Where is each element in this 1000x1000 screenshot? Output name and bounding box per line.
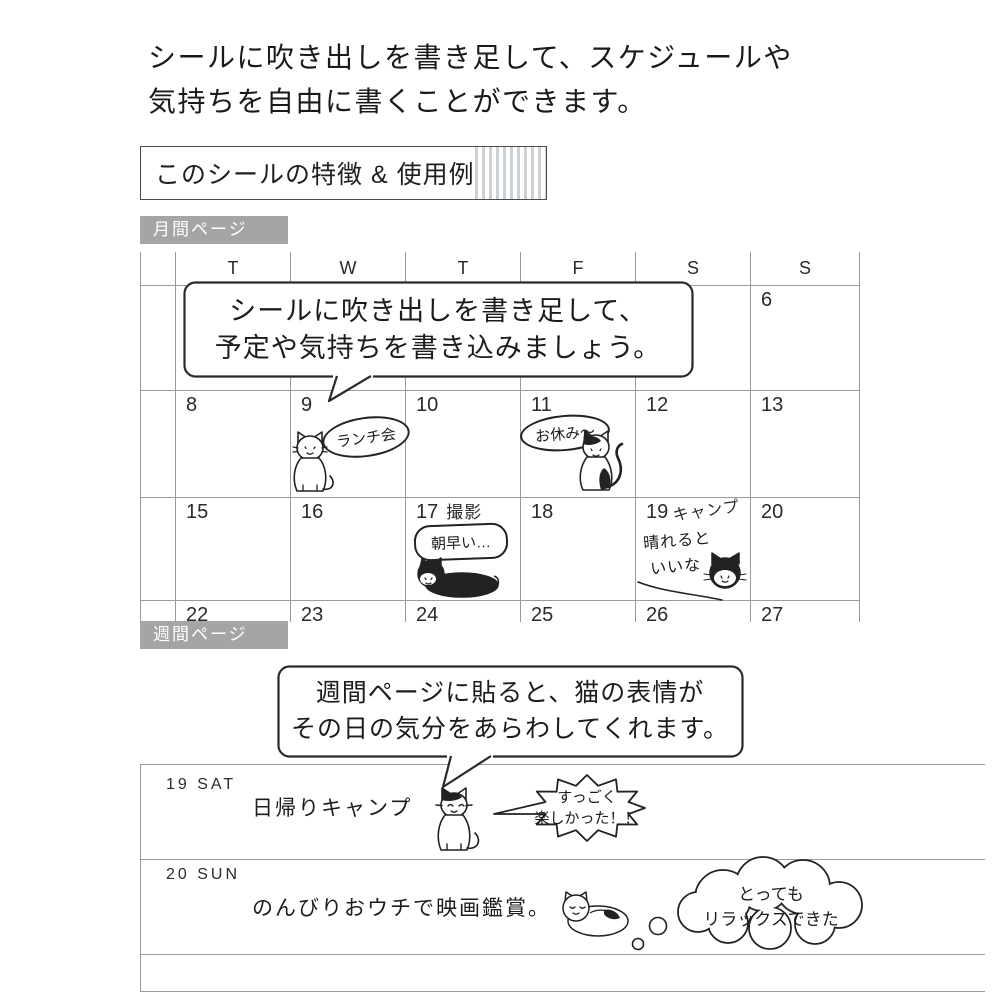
burst-bubble-line-2: 楽しかった！！ bbox=[534, 810, 640, 827]
date-number: 11 bbox=[531, 394, 552, 416]
calendar-date-cell: 17 撮影 bbox=[406, 497, 521, 600]
calendar-date-cell: 8 bbox=[176, 390, 291, 497]
calendar-date-cell bbox=[141, 497, 176, 600]
calendar-day-header: T bbox=[406, 252, 521, 285]
monthly-bubble-line-2: 予定や気持ちを書き込みましょう。 bbox=[214, 333, 662, 363]
date-number: 24 bbox=[416, 604, 439, 622]
calendar-date-cell: 6 bbox=[751, 285, 860, 390]
note-shooting: 撮影 bbox=[446, 503, 483, 522]
calendar-date-cell: 27 bbox=[751, 600, 860, 622]
weekly-entry-sat: 日帰りキャンプ bbox=[252, 797, 413, 820]
cloud-bubble-line-2: リラックスできた bbox=[703, 910, 839, 929]
speech-bubble-shape bbox=[183, 281, 694, 403]
weekly-left-rule bbox=[140, 764, 141, 991]
feature-header-title: このシールの特徴 & 使用例 bbox=[155, 161, 475, 189]
note-sunny-line-2: いいな bbox=[649, 556, 702, 579]
date-number: 6 bbox=[761, 289, 773, 311]
date-number: 22 bbox=[186, 604, 209, 622]
cat-sitting-happy-illustration bbox=[435, 787, 480, 851]
date-number: 23 bbox=[301, 604, 324, 622]
calendar-day-header: S bbox=[636, 252, 751, 285]
calendar-date-cell: 13 bbox=[751, 390, 860, 497]
calendar-date-cell bbox=[141, 390, 176, 497]
weekly-divider-line bbox=[140, 954, 985, 955]
calendar-date-cell: 16 bbox=[291, 497, 406, 600]
calendar-day-header: W bbox=[291, 252, 406, 285]
calendar-date-cell: 22 bbox=[176, 600, 291, 622]
calendar-date-cell: 24 bbox=[406, 600, 521, 622]
calendar-date-cell: 18 bbox=[521, 497, 636, 600]
thought-trail-bubble bbox=[648, 916, 668, 936]
calendar-date-cell: 25 bbox=[521, 600, 636, 622]
date-number: 13 bbox=[761, 394, 784, 416]
cat-lying-relaxed-illustration bbox=[562, 891, 629, 937]
date-number: 18 bbox=[531, 501, 554, 523]
date-number: 20 bbox=[761, 501, 784, 523]
calendar-date-cell: 12 bbox=[636, 390, 751, 497]
weekly-day-label-sun: 20 SUN bbox=[166, 866, 241, 883]
date-number: 26 bbox=[646, 604, 669, 622]
calendar-day-header: F bbox=[521, 252, 636, 285]
note-camp: キャンプ bbox=[672, 498, 742, 525]
calendar-date-cell bbox=[636, 285, 751, 390]
calendar-date-cell: 23 bbox=[291, 600, 406, 622]
weekly-bubble-line-2: その日の気分をあらわしてくれます。 bbox=[290, 715, 729, 743]
thought-trail-bubble bbox=[631, 937, 645, 951]
weekly-divider-line bbox=[140, 859, 985, 860]
burst-bubble-shape bbox=[493, 774, 646, 842]
monthly-instruction-bubble: シールに吹き出しを書き足して、 予定や気持ちを書き込みましょう。 bbox=[183, 281, 695, 406]
calendar-date-cell: 20 bbox=[751, 497, 860, 600]
calendar-date-cell bbox=[141, 600, 176, 622]
calendar-date-cell: 11 bbox=[521, 390, 636, 497]
section-label-weekly: 週間ページ bbox=[140, 621, 288, 649]
stripe-pattern-decoration bbox=[474, 147, 546, 199]
weekly-instruction-bubble: 週間ページに貼ると、猫の表情が その日の気分をあらわしてくれます。 bbox=[277, 665, 745, 791]
date-number: 12 bbox=[646, 394, 669, 416]
weekly-entry-sun: のんびりおウチで映画鑑賞。 bbox=[252, 897, 551, 920]
calendar-date-cell bbox=[141, 285, 176, 390]
calendar-date-cell: 26 bbox=[636, 600, 751, 622]
weekly-bubble-line-1: 週間ページに貼ると、猫の表情が bbox=[315, 679, 705, 707]
date-number: 15 bbox=[186, 501, 209, 523]
section-label-monthly: 月間ページ bbox=[140, 216, 288, 244]
monthly-bubble-line-1: シールに吹き出しを書き足して、 bbox=[229, 296, 647, 326]
lunch-bubble-text: ランチ会 bbox=[335, 425, 398, 451]
speech-bubble-shape bbox=[277, 665, 744, 789]
thought-cloud-shape bbox=[631, 856, 863, 951]
date-number: 16 bbox=[301, 501, 324, 523]
calendar-day-header: T bbox=[176, 252, 291, 285]
calendar-sliver-cell bbox=[141, 252, 176, 285]
weekly-day-label-sat: 19 SAT bbox=[166, 776, 237, 793]
date-number: 9 bbox=[301, 394, 313, 416]
date-number: 27 bbox=[761, 604, 784, 622]
cat-white-sitting-illustration bbox=[292, 431, 334, 492]
date-number: 19 bbox=[646, 501, 669, 523]
feature-header: このシールの特徴 & 使用例 bbox=[140, 146, 547, 200]
calendar-date-cell: 15 bbox=[176, 497, 291, 600]
sunny-underline bbox=[637, 581, 723, 601]
intro-text-line-1: シールに吹き出しを書き足して、スケジュールや bbox=[148, 42, 793, 73]
date-number: 17 bbox=[416, 501, 439, 523]
early-bubble-text: 朝早い… bbox=[430, 533, 492, 553]
calendar-day-header: S bbox=[751, 252, 860, 285]
cat-black-white-sitting-illustration bbox=[579, 429, 624, 491]
burst-bubble: すっごく 楽しかった！！ bbox=[490, 768, 655, 850]
burst-bubble-line-1: すっごく bbox=[557, 789, 617, 806]
thought-cloud: とっても リラックスできた bbox=[628, 856, 878, 956]
date-number: 25 bbox=[531, 604, 554, 622]
cat-face-illustration bbox=[703, 552, 747, 589]
weekly-divider-line bbox=[140, 764, 985, 765]
cloud-bubble-line-1: とっても bbox=[738, 885, 804, 904]
date-number: 8 bbox=[186, 394, 198, 416]
intro-text-line-2: 気持ちを自由に書くことができます。 bbox=[148, 86, 647, 117]
cat-black-lying-illustration bbox=[417, 557, 500, 598]
calendar-date-cell: 10 bbox=[406, 390, 521, 497]
date-number: 10 bbox=[416, 394, 439, 416]
weekly-divider-line bbox=[140, 991, 985, 992]
